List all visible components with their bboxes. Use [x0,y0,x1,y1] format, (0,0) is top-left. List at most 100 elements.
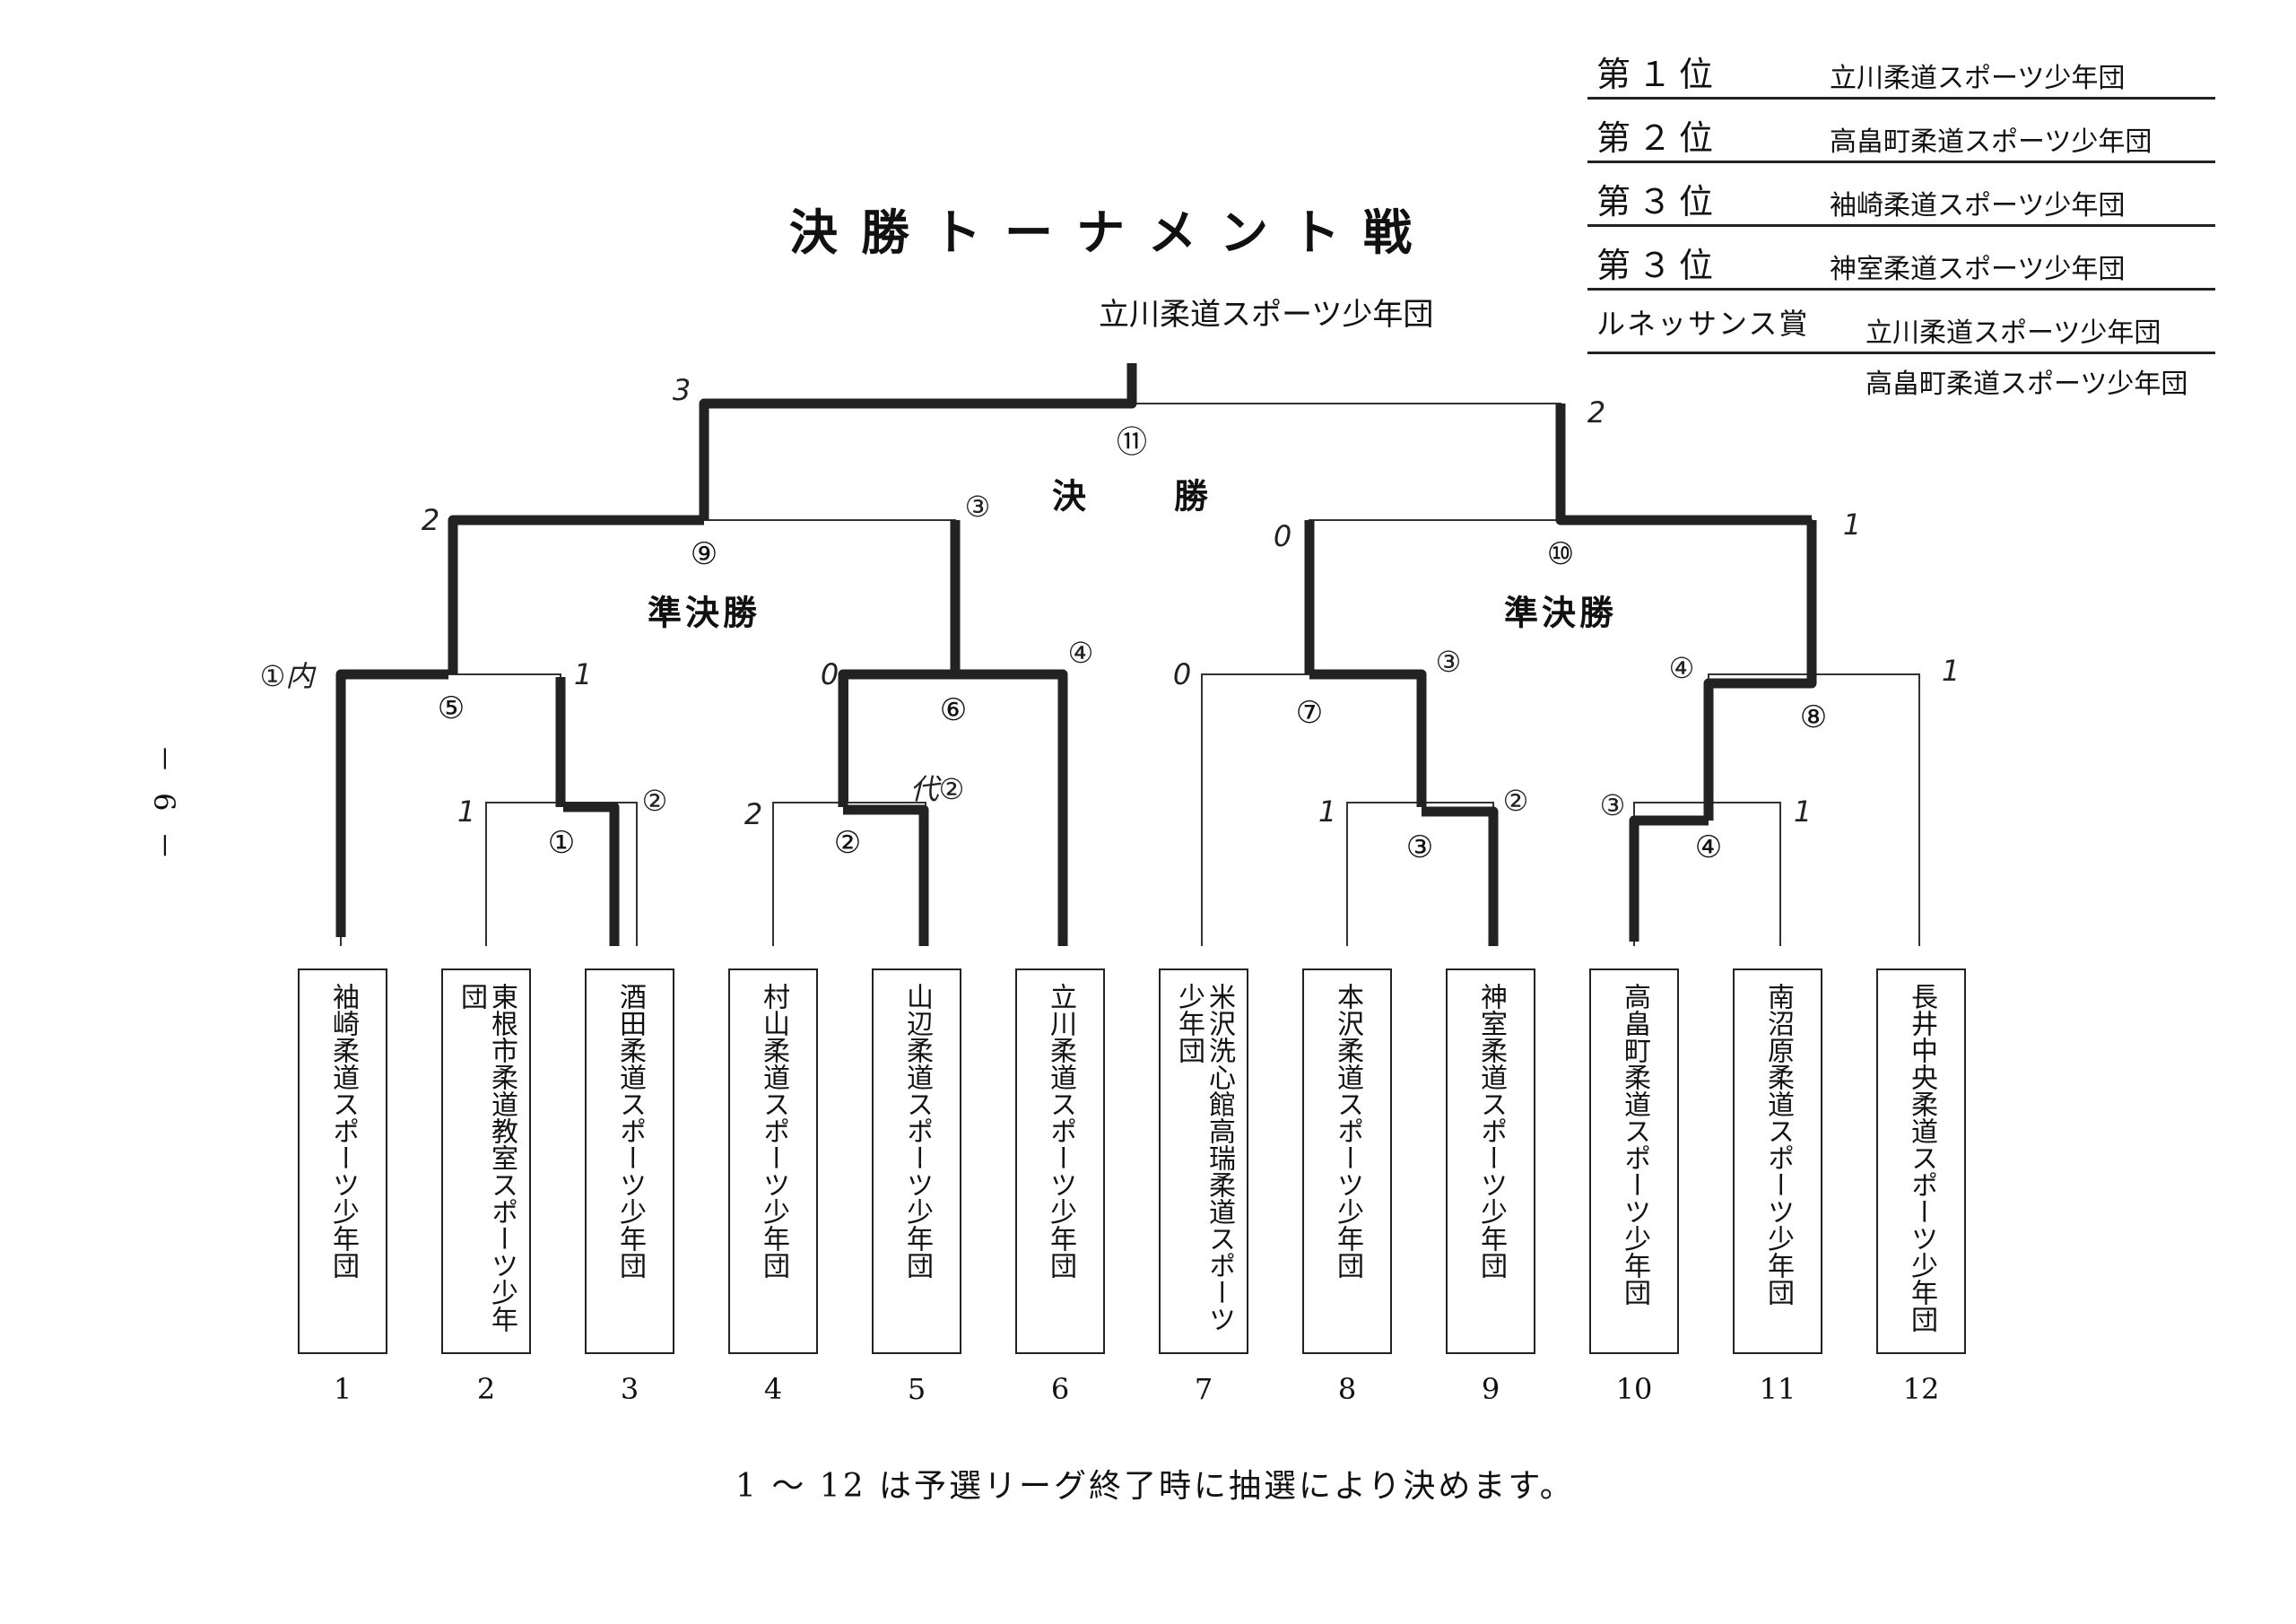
team-box: 袖崎柔道スポーツ少年団 [298,968,387,1354]
bracket-line-match-3 [1346,802,1494,946]
champion-name-text: 立川柔道スポーツ少年団 [1099,297,1434,333]
team-box: 高畠町柔道スポーツ少年団 [1589,968,1679,1354]
match-number-10: ⑩ [1546,536,1575,572]
match-number-4: ④ [1694,829,1723,865]
result-row-extra: 高畠町柔道スポーツ少年団 [1587,354,2215,415]
result-team: 高畠町柔道スポーツ少年団 [1830,126,2152,158]
page-number: － 6 － [147,744,181,865]
team-name: 米沢洗心館高瑞柔道スポーツ少年団 [1173,983,1235,1333]
score-match-1-right: ② [641,784,668,818]
team-name: 東根市柔道教室スポーツ少年団 [456,983,517,1333]
match-number-2: ② [833,825,862,861]
seed-number: 7 [1194,1372,1213,1406]
match-number-6: ⑥ [939,692,968,728]
score-final-right: 2 [1587,395,1606,430]
winner-path-match-8 [1703,520,1817,821]
score-match-3-right: ② [1502,784,1529,818]
team-name: 袖崎柔道スポーツ少年団 [327,983,359,1279]
score-match-3-left: 1 [1318,795,1337,829]
result-rank: 第３位 [1596,182,1721,221]
winner-path-match-1 [563,802,620,946]
team-box: 南沼原柔道スポーツ少年団 [1733,968,1822,1354]
team-name: 山辺柔道スポーツ少年団 [901,983,933,1279]
winner-path-match-5 [335,669,448,937]
result-row: 第２位 高畠町柔道スポーツ少年団 [1587,100,2215,163]
winner-path-match-3 [1422,806,1499,946]
score-match-4-left: ③ [1599,788,1626,822]
match-number-3: ③ [1405,829,1434,865]
result-row: 第１位 立川柔道スポーツ少年団 [1587,36,2215,100]
score-match-9-left: 2 [421,503,440,537]
seed-number: 11 [1759,1372,1796,1406]
team-box: 米沢洗心館高瑞柔道スポーツ少年団 [1159,968,1248,1354]
winner-path-match-7 [1309,669,1427,807]
team-box: 東根市柔道教室スポーツ少年団 [441,968,531,1354]
result-rank: 第３位 [1596,246,1721,285]
seed-number: 9 [1481,1372,1500,1406]
team-name: 本沢柔道スポーツ少年団 [1332,983,1363,1279]
seed-number: 8 [1337,1372,1357,1406]
seed-number: 2 [476,1372,496,1406]
seed-number: 6 [1050,1372,1070,1406]
score-match-8-right: 1 [1941,654,1961,688]
seed-number: 4 [763,1372,783,1406]
semifinal-label: 準決勝 [647,593,761,633]
score-match-4-right: 1 [1793,795,1813,829]
team-box: 村山柔道スポーツ少年団 [728,968,818,1354]
score-match-9-right: ③ [964,490,991,524]
winner-path-match-6-r [955,669,1068,946]
score-match-2-right: 代② [909,772,965,806]
champion-name: 立川柔道スポーツ少年団 [1099,296,1433,334]
winner-path-match-2 [843,804,929,946]
score-match-6-right: ④ [1067,636,1094,670]
score-match-8-left: ④ [1668,651,1695,685]
score-match-10-left: 0 [1273,519,1292,553]
match-number-5: ⑤ [437,690,465,726]
winner-path-match-10-r [1555,404,1812,525]
result-team: 立川柔道スポーツ少年団 [1830,63,2126,94]
team-name: 高畠町柔道スポーツ少年団 [1619,983,1650,1306]
results-table: 第１位 立川柔道スポーツ少年団 第２位 高畠町柔道スポーツ少年団 第３位 袖崎柔… [1587,36,2215,415]
winner-path-match-6 [838,669,955,807]
footnote: 1 〜 12 は予選リーグ終了時に抽選により決めます。 [735,1468,1575,1505]
team-box: 神室柔道スポーツ少年団 [1446,968,1535,1354]
team-name: 立川柔道スポーツ少年団 [1045,983,1076,1279]
semifinal-label: 準決勝 [1503,593,1618,633]
seed-number: 1 [333,1372,352,1406]
team-box: 本沢柔道スポーツ少年団 [1302,968,1392,1354]
match-number-11: ⑪ [1117,424,1147,461]
bracket-line-match-2 [772,802,926,946]
seed-number: 3 [620,1372,639,1406]
score-final-left: 3 [672,373,691,407]
result-row: 第３位 神室柔道スポーツ少年団 [1587,227,2215,291]
match-number-9: ⑨ [690,536,718,572]
match-number-1: ① [547,825,576,861]
final-label: 決 勝 [1051,476,1236,517]
score-match-7-left: 0 [1172,657,1192,691]
score-match-2-left: 2 [744,797,763,831]
match-number-7: ⑦ [1295,695,1324,731]
result-row: 第３位 袖崎柔道スポーツ少年団 [1587,163,2215,227]
result-row: ルネッサンス賞 立川柔道スポーツ少年団 [1587,291,2215,354]
result-team: 袖崎柔道スポーツ少年団 [1830,190,2126,221]
result-rank: 第１位 [1596,55,1721,94]
score-match-6-left: 0 [820,657,839,691]
team-box: 立川柔道スポーツ少年団 [1015,968,1105,1354]
seed-number: 10 [1615,1372,1653,1406]
score-match-1-left: 1 [457,795,476,829]
team-box: 山辺柔道スポーツ少年団 [872,968,961,1354]
score-match-10-right: 1 [1842,508,1862,542]
result-rank: ルネッサンス賞 [1596,307,1810,341]
result-rank: 第２位 [1596,118,1721,158]
page-title: 決勝トーナメント戦 [789,204,1435,261]
winner-path-match-11 [699,363,1137,520]
seed-number: 5 [907,1372,926,1406]
result-team-extra: 高畠町柔道スポーツ少年団 [1866,369,2188,400]
score-match-5-right: 1 [573,657,593,691]
team-box: 長井中央柔道スポーツ少年団 [1876,968,1966,1354]
team-name: 神室柔道スポーツ少年団 [1475,983,1507,1279]
winner-path-match-4 [1629,815,1709,942]
seed-number: 12 [1902,1372,1940,1406]
match-number-8: ⑧ [1799,699,1828,735]
